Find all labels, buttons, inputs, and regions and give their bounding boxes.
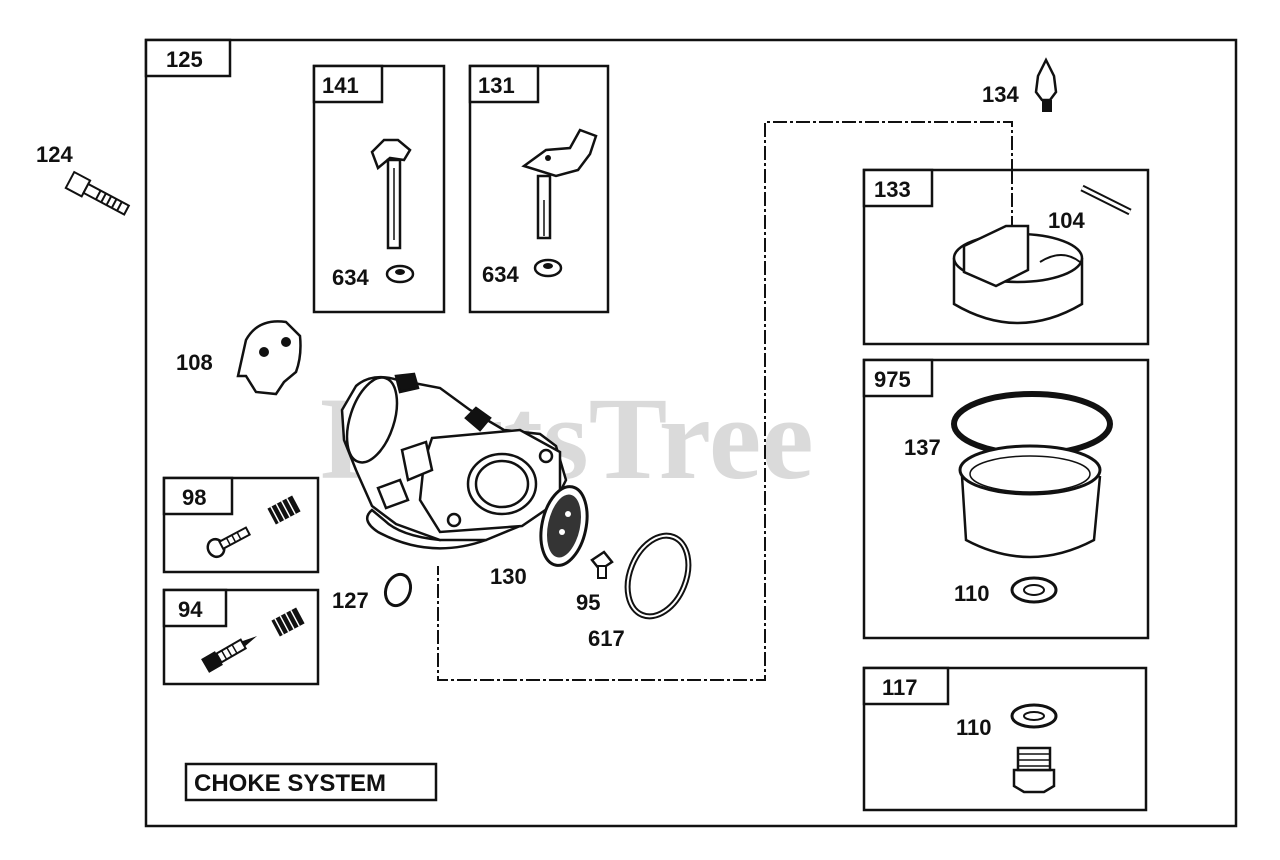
part-number-617: 617 (588, 626, 625, 651)
screw-icon (206, 526, 252, 559)
washer-icon (533, 258, 563, 278)
kit-id-98: 98 (182, 485, 206, 510)
spring-icon (271, 607, 305, 637)
main-assembly-frame: 125 (144, 38, 1238, 828)
pin-icon (1080, 184, 1132, 216)
kit-id-131: 131 (478, 73, 515, 98)
part-number-127: 127 (332, 588, 369, 613)
choke-system-label: CHOKE SYSTEM (184, 762, 438, 802)
part-number-110: 110 (954, 581, 990, 606)
throttle-plate[interactable] (534, 482, 594, 569)
part-number-137: 137 (904, 435, 941, 460)
part-number-134: 134 (982, 82, 1019, 107)
kit-id-141: 141 (322, 73, 359, 98)
screw-95[interactable]: 95 (576, 550, 614, 615)
plate-icon (539, 485, 589, 567)
needle-valve-134[interactable]: 134 (982, 57, 1058, 112)
plug-disc-icon (383, 572, 413, 608)
plug-icon (1012, 746, 1056, 794)
part-number-124: 124 (36, 142, 73, 167)
part-number-634-b: 634 (482, 262, 519, 287)
carburetor-body-130[interactable]: 130 (337, 371, 568, 589)
spring-icon (267, 495, 301, 525)
kit-133[interactable]: 133 104 (862, 168, 1150, 346)
part-number-95: 95 (576, 590, 600, 615)
kit-id-94: 94 (178, 597, 203, 622)
needle-valve-icon (1034, 57, 1058, 112)
kit-141[interactable]: 141 634 (312, 64, 446, 314)
washer-icon (1010, 576, 1058, 604)
main-assembly-id: 125 (166, 47, 203, 72)
kit-94[interactable]: 94 (162, 588, 320, 686)
kit-117[interactable]: 117 110 (862, 666, 1148, 812)
part-number-130: 130 (490, 564, 527, 589)
part-number-104: 104 (1048, 208, 1085, 233)
kit-id-975: 975 (874, 367, 911, 392)
carburetor-body-icon (340, 372, 568, 550)
connector-lines (437, 121, 1013, 681)
welch-plug-127[interactable]: 127 (332, 571, 415, 613)
washer-icon (1010, 703, 1058, 729)
bolt-124[interactable]: 124 (36, 142, 131, 218)
part-number-108: 108 (176, 350, 213, 375)
part-number-110-b: 110 (956, 715, 992, 740)
gasket-icon (236, 320, 302, 396)
needle-screw-icon (201, 636, 258, 673)
throttle-shaft-icon (521, 128, 598, 240)
choke-shaft-icon (370, 138, 412, 250)
kit-98[interactable]: 98 (162, 476, 320, 574)
kit-131[interactable]: 131 634 (468, 64, 610, 314)
screw-icon (590, 550, 614, 579)
kit-975[interactable]: 975 137 110 (862, 358, 1150, 640)
bowl-icon (958, 444, 1102, 559)
o-ring-617[interactable]: 617 (588, 527, 700, 651)
bolt-icon (64, 170, 131, 216)
part-number-634: 634 (332, 265, 369, 290)
kit-id-133: 133 (874, 177, 911, 202)
gasket-108[interactable]: 108 (176, 320, 302, 396)
float-icon (952, 224, 1084, 325)
washer-icon (385, 264, 415, 284)
o-ring-icon (624, 532, 692, 620)
kit-id-117: 117 (882, 675, 918, 700)
choke-system-text: CHOKE SYSTEM (194, 770, 386, 797)
